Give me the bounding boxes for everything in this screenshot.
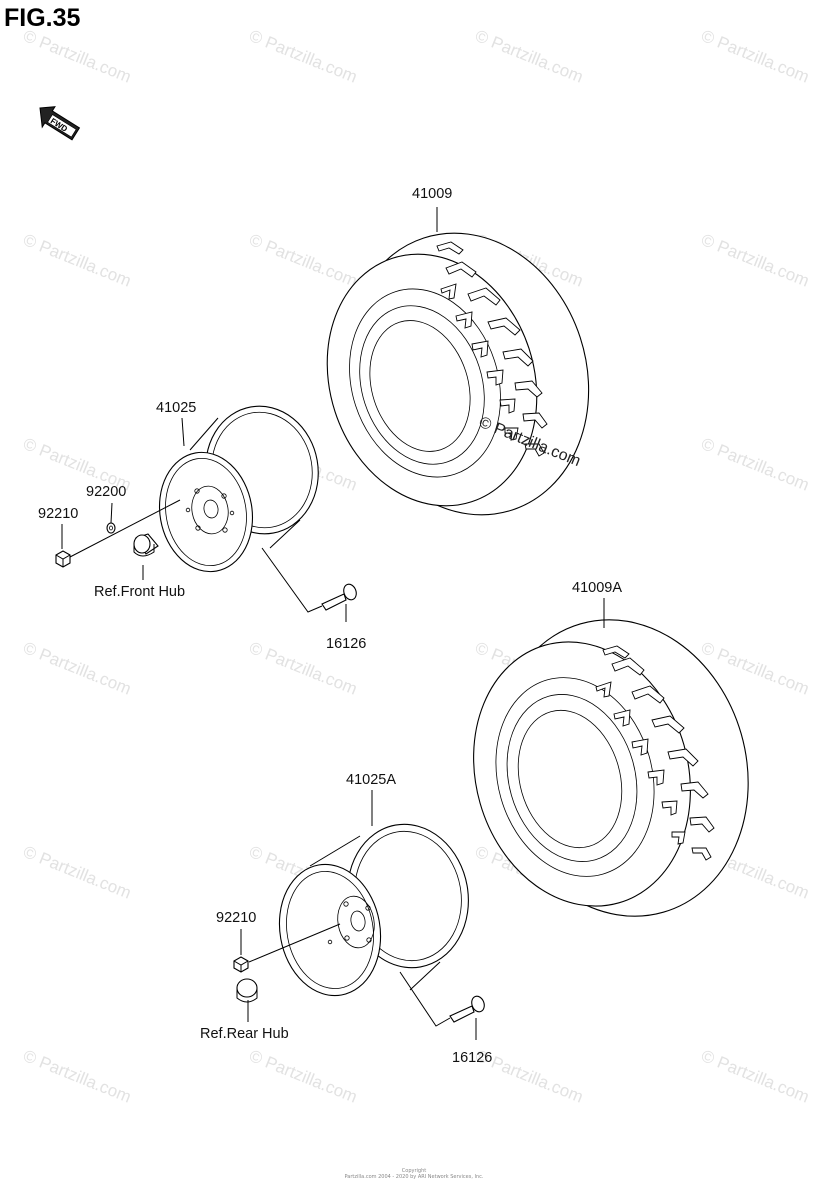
figure-title: FIG.35 bbox=[4, 4, 81, 32]
valve-rear bbox=[449, 995, 485, 1023]
leader-nut-rear bbox=[248, 923, 341, 963]
watermark-text: © Partzilla.com bbox=[247, 26, 360, 87]
leader-valve-front bbox=[261, 547, 323, 613]
label-tire-front[interactable]: 41009 bbox=[412, 186, 452, 202]
label-washer-front[interactable]: 92200 bbox=[86, 484, 126, 500]
leader-valve-rear bbox=[399, 971, 451, 1027]
nut-front bbox=[55, 550, 71, 568]
leader-nut-front bbox=[69, 499, 181, 558]
label-nut-rear[interactable]: 92210 bbox=[216, 910, 256, 926]
label-ref-front-hub: Ref.Front Hub bbox=[94, 584, 185, 600]
watermark-text: © Partzilla.com bbox=[21, 842, 134, 903]
leader-wheel-front bbox=[181, 417, 185, 447]
watermark-text: © Partzilla.com bbox=[699, 26, 812, 87]
tire-rear-drawing bbox=[473, 619, 749, 917]
watermark-text: © Partzilla.com bbox=[21, 230, 134, 291]
label-tire-rear[interactable]: 41009A bbox=[572, 580, 622, 596]
front-hub-spacer bbox=[133, 533, 159, 557]
fwd-arrow-icon: FWD bbox=[39, 106, 81, 141]
tire-front-drawing bbox=[326, 232, 590, 516]
label-nut-front[interactable]: 92210 bbox=[38, 506, 78, 522]
footer-line-2: Partzilla.com 2004 - 2020 by ARI Network… bbox=[344, 1174, 484, 1180]
watermark-text: © Partzilla.com bbox=[21, 1046, 134, 1107]
wheel-front-drawing bbox=[158, 405, 319, 573]
valve-front bbox=[321, 583, 357, 611]
watermark-text: © Partzilla.com bbox=[699, 230, 812, 291]
washer-front bbox=[106, 522, 116, 534]
watermark-text: © Partzilla.com bbox=[699, 1046, 812, 1107]
label-valve-rear[interactable]: 16126 bbox=[452, 1050, 492, 1066]
rear-hub-spacer bbox=[236, 978, 258, 1003]
watermark-text: © Partzilla.com bbox=[473, 26, 586, 87]
watermark-text: © Partzilla.com bbox=[699, 434, 812, 495]
nut-rear bbox=[233, 956, 249, 973]
watermark-text: © Partzilla.com bbox=[247, 1046, 360, 1107]
label-wheel-rear[interactable]: 41025A bbox=[346, 772, 396, 788]
label-valve-front[interactable]: 16126 bbox=[326, 636, 366, 652]
leader-washer-front bbox=[110, 502, 113, 524]
watermark-text: © Partzilla.com bbox=[21, 26, 134, 87]
label-ref-rear-hub: Ref.Rear Hub bbox=[200, 1026, 289, 1042]
wheel-rear-drawing bbox=[278, 823, 469, 997]
watermark-text: © Partzilla.com bbox=[247, 230, 360, 291]
copyright-footer: Copyright Partzilla.com 2004 - 2020 by A… bbox=[0, 1168, 828, 1180]
label-wheel-front[interactable]: 41025 bbox=[156, 400, 196, 416]
footer-line-1: Copyright bbox=[401, 1168, 427, 1174]
watermark-text: © Partzilla.com bbox=[21, 638, 134, 699]
